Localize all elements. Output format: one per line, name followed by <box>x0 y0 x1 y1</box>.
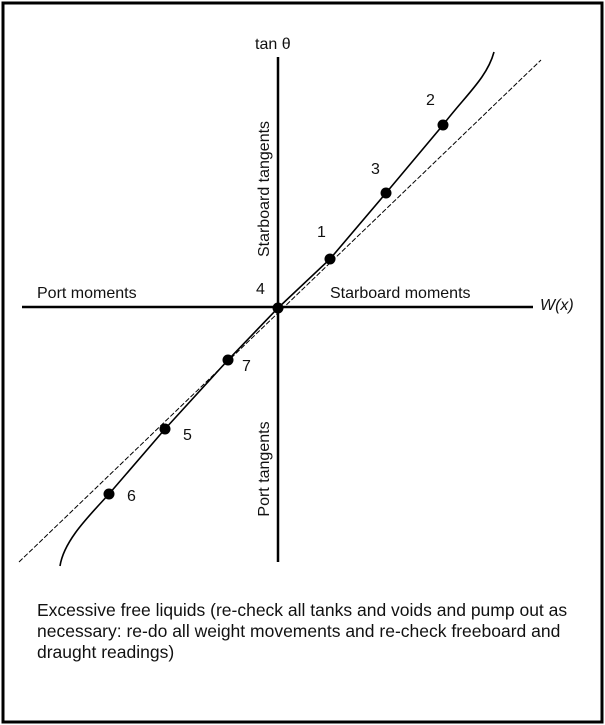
port-tangents-label: Port tangents <box>256 421 273 517</box>
data-point-3 <box>380 187 392 199</box>
data-point-1 <box>324 253 336 265</box>
data-point-4 <box>272 302 284 314</box>
point-label-2: 2 <box>426 92 435 109</box>
point-label-3: 3 <box>371 161 380 178</box>
data-point-7 <box>222 354 234 366</box>
starboard-moments-label: Starboard moments <box>330 285 471 302</box>
reference-dashed-line <box>18 59 542 563</box>
caption: Excessive free liquids (re-check all tan… <box>37 600 568 662</box>
port-moments-label: Port moments <box>37 285 137 302</box>
data-point-6 <box>103 488 115 500</box>
point-label-7: 7 <box>242 358 251 375</box>
data-point-2 <box>437 119 449 131</box>
point-label-1: 1 <box>317 224 326 241</box>
point-label-5: 5 <box>183 427 192 444</box>
starboard-tangents-label: Starboard tangents <box>256 120 273 258</box>
point-label-6: 6 <box>127 488 136 505</box>
y-axis-label: tan θ <box>255 36 291 53</box>
x-axis-label: W(x) <box>540 297 574 314</box>
point-label-4: 4 <box>256 281 265 298</box>
data-point-5 <box>159 423 171 435</box>
